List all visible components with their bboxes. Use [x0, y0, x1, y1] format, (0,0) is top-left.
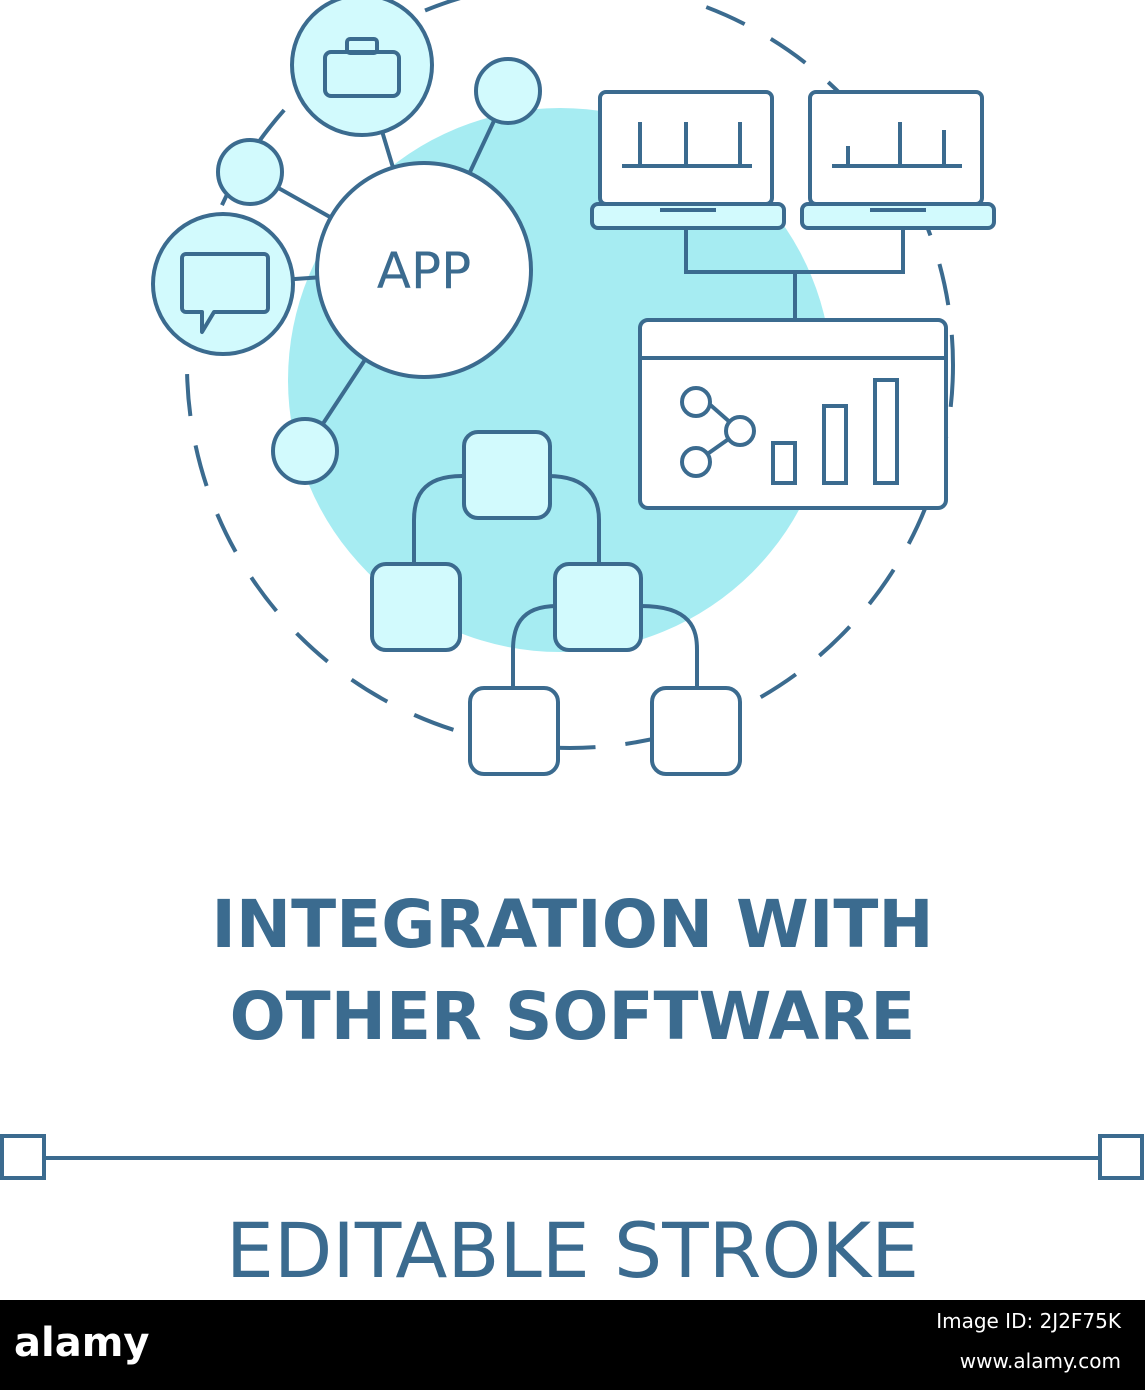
flowchart-icon [370, 430, 742, 776]
title-line-2: OTHER SOFTWARE [229, 978, 916, 1055]
laptop-icon-left [590, 90, 786, 230]
image-url-text: www.alamy.com [959, 1349, 1121, 1373]
node-dot-left [216, 138, 284, 206]
briefcase-icon [290, 0, 434, 137]
integration-icon-illustration: APP [151, 0, 996, 776]
editable-stroke-label: EDITABLE STROKE [225, 1206, 920, 1295]
watermark-footer: alamy Image ID: 2J2F75K www.alamy.com [0, 1300, 1145, 1390]
app-label: APP [377, 242, 472, 300]
node-dot-bottom [271, 417, 339, 485]
dashboard-panel-icon [638, 318, 948, 510]
title-line-1: INTEGRATION WITH [211, 886, 934, 963]
divider-handle-left [0, 1134, 46, 1180]
dashed-ring [185, 0, 955, 750]
image-id-text: Image ID: 2J2F75K [936, 1309, 1121, 1333]
node-dot-top [474, 57, 542, 125]
laptop-icon-right [800, 90, 996, 230]
image-info: Image ID: 2J2F75K www.alamy.com [936, 1308, 1121, 1374]
chat-bubble-icon [151, 212, 295, 356]
brand-logo: alamy [14, 1320, 150, 1366]
app-hub: APP [315, 161, 533, 379]
divider-handle-right [1098, 1134, 1144, 1180]
stroke-divider [0, 1134, 1144, 1180]
